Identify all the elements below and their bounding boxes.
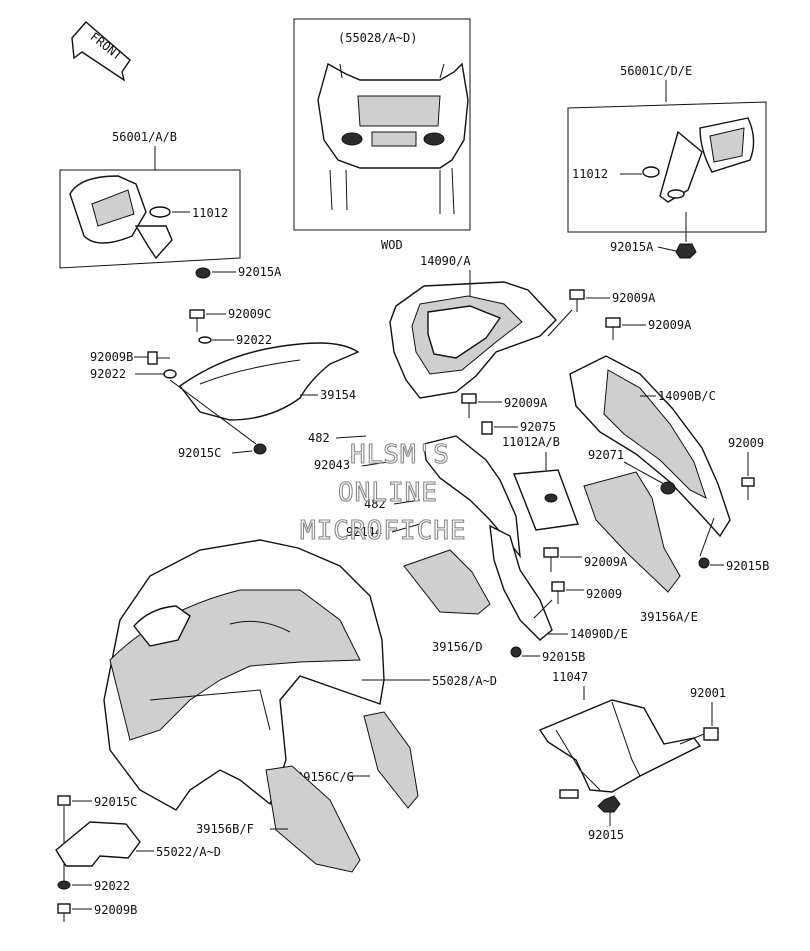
- label-14090DE: 14090D/E: [570, 627, 628, 641]
- label-55022AD: 55022/A~D: [156, 845, 221, 859]
- label-92022-1: 92022: [236, 333, 272, 347]
- stay-bracket-11047: [538, 699, 702, 799]
- label-92022-3: 92022: [94, 879, 130, 893]
- left-mirror-drawing: [69, 175, 173, 260]
- wod-note: WOD: [381, 238, 403, 252]
- watermark: HLSM'S ONLINE MICROFICHE: [299, 439, 467, 546]
- watermark-line2: ONLINE: [338, 478, 438, 508]
- label-92075: 92075: [520, 420, 556, 434]
- label-left-92015A: 92015A: [238, 265, 282, 279]
- inset-left-box: [59, 169, 241, 269]
- label-92009A-2: 92009A: [648, 318, 692, 332]
- label-11047: 11047: [552, 670, 588, 684]
- front-arrow: FRONT: [71, 21, 131, 82]
- inset-left-title: 56001/A/B: [112, 130, 177, 144]
- label-92009B-2: 92009B: [94, 903, 137, 917]
- inset-upper-cowl-box: [293, 18, 471, 231]
- label-92015: 92015: [588, 828, 624, 842]
- label-482-1: 482: [308, 431, 330, 445]
- label-92009-1: 92009: [728, 436, 764, 450]
- label-92015C-2: 92015C: [94, 795, 137, 809]
- label-92015C-1: 92015C: [178, 446, 221, 460]
- pad-39156D: [403, 549, 491, 615]
- label-92009A-3: 92009A: [504, 396, 548, 410]
- label-92009A-1: 92009A: [612, 291, 656, 305]
- inset-right-box: [567, 101, 767, 233]
- label-92015B-2: 92015B: [542, 650, 585, 664]
- label-39156AE: 39156A/E: [640, 610, 698, 624]
- label-39156CG: 39156C/G: [296, 770, 354, 784]
- label-482-2: 482: [364, 497, 386, 511]
- label-92071: 92071: [588, 448, 624, 462]
- label-92001: 92001: [690, 686, 726, 700]
- label-92009-2: 92009: [586, 587, 622, 601]
- label-39154: 39154: [320, 388, 356, 402]
- inset-right-title: 56001C/D/E: [620, 64, 692, 78]
- label-92015B-1: 92015B: [726, 559, 769, 573]
- pad-39156BF: [265, 765, 361, 873]
- label-92009A-4: 92009A: [584, 555, 628, 569]
- label-92009B-1: 92009B: [90, 350, 133, 364]
- label-55028AD: 55028/A~D: [432, 674, 497, 688]
- label-right-11012: 11012: [572, 167, 608, 181]
- watermark-line1: HLSM'S: [350, 440, 450, 470]
- label-14090A: 14090/A: [420, 254, 471, 268]
- label-14090BC: 14090B/C: [658, 389, 716, 403]
- label-92043: 92043: [314, 458, 350, 472]
- bracket-55022: [55, 821, 141, 867]
- label-92009C: 92009C: [228, 307, 271, 321]
- right-mirror-drawing: [659, 117, 755, 203]
- watermark-line3: MICROFICHE: [300, 516, 467, 546]
- center-bracket: [423, 435, 553, 641]
- label-92022-2: 92022: [90, 367, 126, 381]
- label-right-92015A: 92015A: [610, 240, 654, 254]
- label-92144: 92144: [346, 525, 382, 539]
- main-fairing-55028: [103, 539, 385, 811]
- inner-panel-14090A: [389, 281, 557, 399]
- side-panel-14090BC: [569, 355, 731, 538]
- label-39156BF: 39156B/F: [196, 822, 254, 836]
- pad-39156CG: [363, 711, 419, 809]
- label-left-11012: 11012: [192, 206, 228, 220]
- windshield-39154: [179, 342, 360, 421]
- pad-39156AE: [583, 471, 681, 593]
- label-39156D: 39156/D: [432, 640, 483, 654]
- inset-upper-cowl-title: (55028/A~D): [338, 31, 417, 45]
- plate-11012AB: [513, 469, 579, 531]
- label-11012AB: 11012A/B: [502, 435, 560, 449]
- upper-cowl-drawing: [317, 62, 469, 215]
